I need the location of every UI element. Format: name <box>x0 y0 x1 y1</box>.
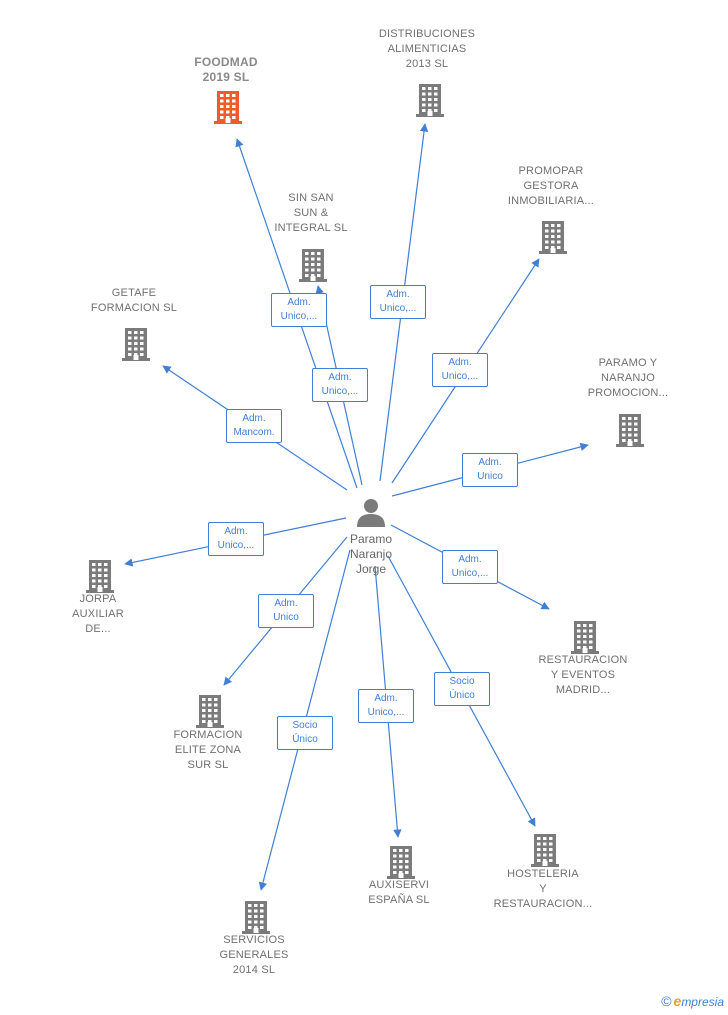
building-icon-sinsan[interactable] <box>296 247 330 283</box>
edge-label-paramo[interactable]: Adm. Unico <box>462 453 518 487</box>
company-name-sinsan[interactable]: SIN SAN SUN & INTEGRAL SL <box>274 192 348 234</box>
building-icon-hosteleria[interactable] <box>528 832 562 868</box>
company-name-promopar[interactable]: PROMOPAR GESTORA INMOBILIARIA... <box>507 165 595 207</box>
company-name-distribuciones[interactable]: DISTRIBUCIONES ALIMENTICIAS 2013 SL <box>378 28 476 70</box>
company-name-jorpa[interactable]: JORPA AUXILIAR DE... <box>72 593 124 635</box>
company-name-paramo[interactable]: PARAMO Y NARANJO PROMOCION... <box>587 357 669 399</box>
company-name-auxiservi[interactable]: AUXISERVI ESPAÑA SL <box>368 879 430 906</box>
brand-logo-text: mpresia <box>681 995 724 1009</box>
building-icon-jorpa[interactable] <box>83 558 117 594</box>
edge-label-promopar[interactable]: Adm. Unico,... <box>432 353 488 387</box>
company-name-getafe[interactable]: GETAFE FORMACION SL <box>90 287 178 314</box>
company-name-foodmad[interactable]: FOODMAD 2019 SL <box>194 55 258 84</box>
edge-label-distribuciones[interactable]: Adm. Unico,... <box>370 285 426 319</box>
company-name-hosteleria[interactable]: HOSTELERIA Y RESTAURACION... <box>493 868 593 910</box>
building-icon-promopar[interactable] <box>536 219 570 255</box>
edge-label-foodmad[interactable]: Adm. Unico,... <box>271 293 327 327</box>
building-icon-formacion[interactable] <box>193 693 227 729</box>
brand-logo-initial: e <box>673 993 682 1009</box>
edge-label-getafe[interactable]: Adm. Mancom. <box>226 409 282 443</box>
copyright-icon: © <box>661 993 672 1009</box>
edge-label-servicios[interactable]: Socio Único <box>277 716 333 750</box>
edge-label-sinsan[interactable]: Adm. Unico,... <box>312 368 368 402</box>
company-name-servicios[interactable]: SERVICIOS GENERALES 2014 SL <box>219 934 289 976</box>
building-icon-paramo[interactable] <box>613 412 647 448</box>
edge-label-restauracion[interactable]: Adm. Unico,... <box>442 550 498 584</box>
company-name-restauracion[interactable]: RESTAURACION Y EVENTOS MADRID... <box>538 654 628 696</box>
edge-label-auxiservi[interactable]: Adm. Unico,... <box>358 689 414 723</box>
building-icon-getafe[interactable] <box>119 326 153 362</box>
building-icon-auxiservi[interactable] <box>384 844 418 880</box>
center-person-name[interactable]: Paramo Naranjo Jorge <box>349 532 393 576</box>
edge-label-hosteleria[interactable]: Socio Único <box>434 672 490 706</box>
edge-label-formacion[interactable]: Adm. Unico <box>258 594 314 628</box>
edge-label-jorpa[interactable]: Adm. Unico,... <box>208 522 264 556</box>
building-icon-foodmad[interactable] <box>211 89 245 125</box>
person-icon[interactable] <box>355 497 387 527</box>
footer-brand: ©empresia <box>661 993 724 1009</box>
building-icon-distribuciones[interactable] <box>413 82 447 118</box>
building-icon-servicios[interactable] <box>239 899 273 935</box>
building-icon-restauracion[interactable] <box>568 619 602 655</box>
company-name-formacion[interactable]: FORMACION ELITE ZONA SUR SL <box>173 729 243 771</box>
